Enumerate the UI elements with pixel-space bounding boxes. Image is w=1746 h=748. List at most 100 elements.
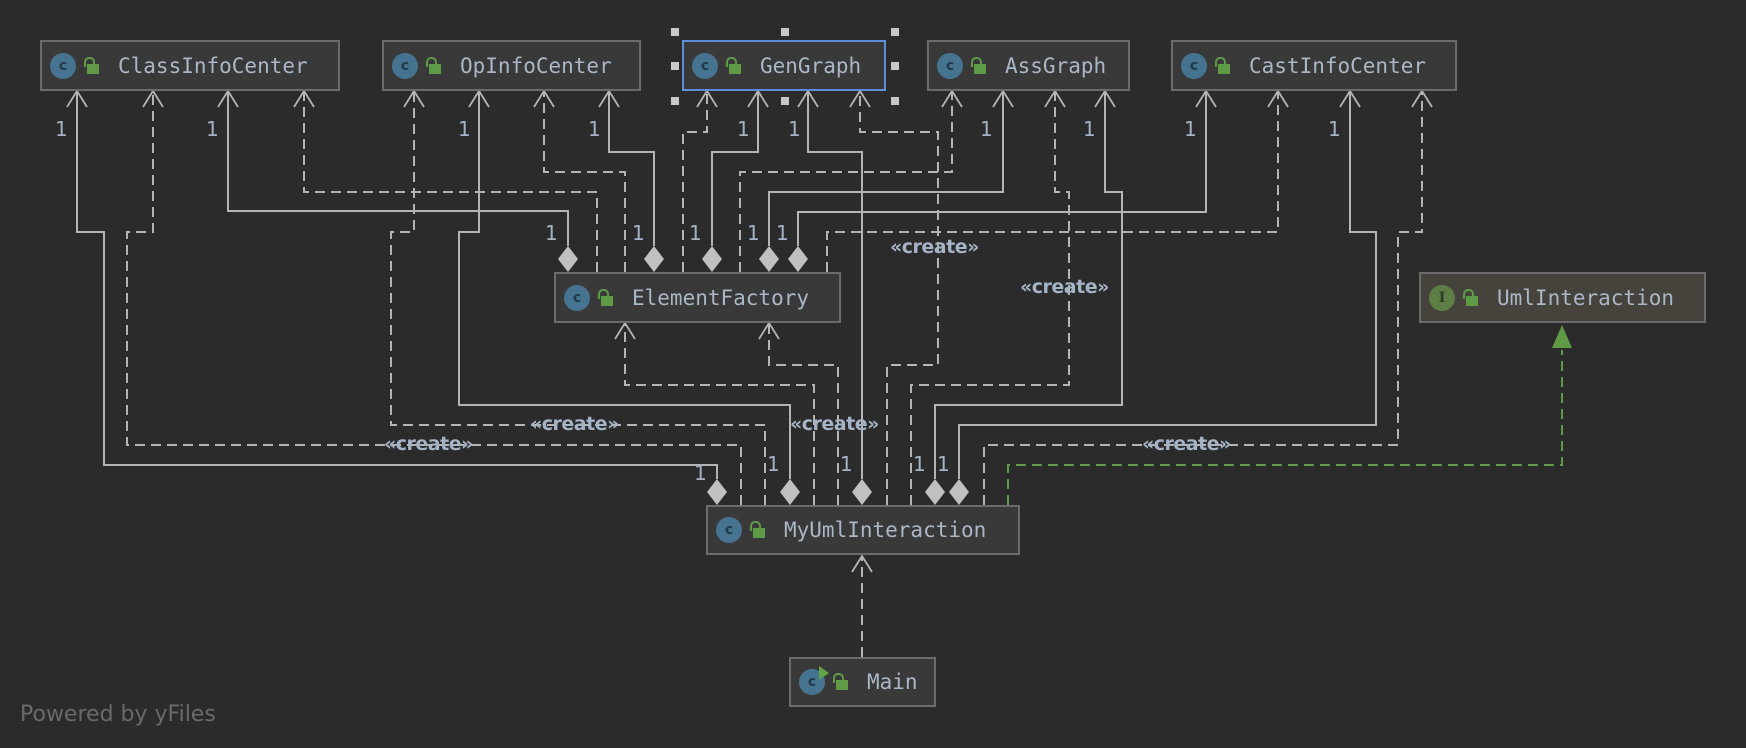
resize-handle-w[interactable] [671, 62, 679, 70]
resize-handle-ne[interactable] [891, 28, 899, 36]
open-arrowhead [598, 89, 620, 108]
open-arrowhead [1267, 89, 1289, 108]
open-arrowhead [1411, 89, 1433, 108]
open-arrowhead [851, 554, 873, 573]
create-dependency-edge[interactable] [126, 91, 742, 505]
composition-edge[interactable] [807, 91, 863, 479]
class-icon: c [1181, 52, 1207, 79]
resize-handle-sw[interactable] [671, 97, 679, 105]
dependency-edge[interactable] [768, 323, 839, 505]
realization-edge[interactable] [1007, 350, 1563, 505]
composition-edge[interactable] [458, 91, 791, 479]
node-label: CastInfoCenter [1249, 53, 1427, 78]
composition-diamond [925, 479, 945, 505]
composition-edge[interactable] [768, 91, 1004, 246]
open-arrowhead [797, 89, 819, 108]
multiplicity-label: 1 [937, 452, 950, 476]
create-dependency-edge[interactable] [983, 91, 1423, 505]
stereotype-label-create: «create» [790, 413, 879, 435]
open-arrowhead [1339, 89, 1361, 108]
stereotype-label-create: «create» [1142, 433, 1231, 455]
multiplicity-label: 1 [458, 117, 471, 141]
multiplicity-label: 1 [1328, 117, 1341, 141]
stereotype-label-create: «create» [1020, 276, 1109, 298]
dependency-edge[interactable] [543, 91, 626, 272]
composition-diamond [780, 479, 800, 505]
resize-handle-nw[interactable] [671, 28, 679, 36]
dependency-edge[interactable] [739, 91, 953, 272]
open-arrowhead [941, 89, 963, 108]
multiplicity-label: 1 [767, 452, 780, 476]
open-arrowhead [66, 89, 88, 108]
public-visibility-icon [833, 672, 849, 692]
composition-edge[interactable] [958, 91, 1377, 479]
multiplicity-label: 1 [737, 117, 750, 141]
open-arrowhead [696, 89, 718, 108]
composition-edge[interactable] [797, 91, 1207, 246]
composition-diamond [949, 479, 969, 505]
open-arrowhead [293, 89, 315, 108]
composition-diamond [759, 246, 779, 272]
create-dependency-edge[interactable] [910, 91, 1070, 505]
open-arrowhead [1195, 89, 1217, 108]
create-dependency-edge[interactable] [624, 323, 815, 505]
composition-edge[interactable] [76, 91, 718, 479]
composition-edge[interactable] [711, 91, 759, 246]
class-node-castinfocenter[interactable]: c CastInfoCenter [1171, 40, 1457, 91]
open-arrowhead [614, 321, 636, 340]
open-arrowhead [217, 89, 239, 108]
resize-handle-e[interactable] [891, 62, 899, 70]
class-icon: c [392, 52, 418, 79]
resize-handle-s[interactable] [781, 97, 789, 105]
class-node-main[interactable]: c Main [789, 657, 936, 707]
public-visibility-icon [1215, 56, 1231, 76]
class-node-assgraph[interactable]: c AssGraph [927, 40, 1130, 91]
public-visibility-icon [726, 56, 742, 76]
class-icon: c [716, 517, 742, 543]
open-arrowhead [747, 89, 769, 108]
composition-edge[interactable] [608, 91, 655, 246]
resize-handle-n[interactable] [781, 28, 789, 36]
public-visibility-icon [1463, 288, 1479, 308]
runnable-class-icon: c [799, 666, 829, 695]
node-label: ClassInfoCenter [118, 53, 308, 78]
public-visibility-icon [971, 56, 987, 76]
composition-edge[interactable] [227, 91, 569, 246]
public-visibility-icon [426, 56, 442, 76]
stereotype-label-create: «create» [890, 236, 979, 258]
composition-edge[interactable] [934, 91, 1123, 479]
dependency-edge[interactable] [682, 91, 708, 272]
stereotype-label-create: «create» [530, 413, 619, 435]
class-node-opinfocenter[interactable]: c OpInfoCenter [382, 40, 641, 91]
node-label: AssGraph [1005, 53, 1107, 78]
create-dependency-edge[interactable] [859, 91, 939, 505]
class-node-gengraph[interactable]: c GenGraph [682, 40, 886, 91]
interface-node-umlinteraction[interactable]: I UmlInteraction [1419, 272, 1706, 323]
multiplicity-label: 1 [1083, 117, 1096, 141]
node-label: Main [867, 670, 918, 694]
dependency-edge[interactable] [303, 91, 598, 272]
powered-by-label: Powered by yFiles [20, 702, 216, 727]
public-visibility-icon [750, 520, 766, 540]
dependency-edge[interactable] [826, 91, 1279, 272]
class-node-elementfactory[interactable]: c ElementFactory [554, 272, 841, 323]
create-dependency-edge[interactable] [390, 91, 766, 505]
composition-diamond [702, 246, 722, 272]
multiplicity-label: 1 [1184, 117, 1197, 141]
composition-diamond [788, 246, 808, 272]
public-visibility-icon [598, 288, 614, 308]
resize-handle-se[interactable] [891, 97, 899, 105]
multiplicity-label: 1 [747, 221, 760, 245]
class-node-myumlinteraction[interactable]: c MyUmlInteraction [706, 505, 1020, 555]
class-icon: c [692, 52, 718, 79]
open-arrowhead [142, 89, 164, 108]
multiplicity-label: 1 [689, 221, 702, 245]
class-icon: c [50, 52, 76, 79]
open-arrowhead [468, 89, 490, 108]
stereotype-label-create: «create» [384, 433, 473, 455]
class-node-classinfocenter[interactable]: c ClassInfoCenter [40, 40, 340, 91]
multiplicity-label: 1 [788, 117, 801, 141]
open-arrowhead [1094, 89, 1116, 108]
multiplicity-label: 1 [776, 221, 789, 245]
